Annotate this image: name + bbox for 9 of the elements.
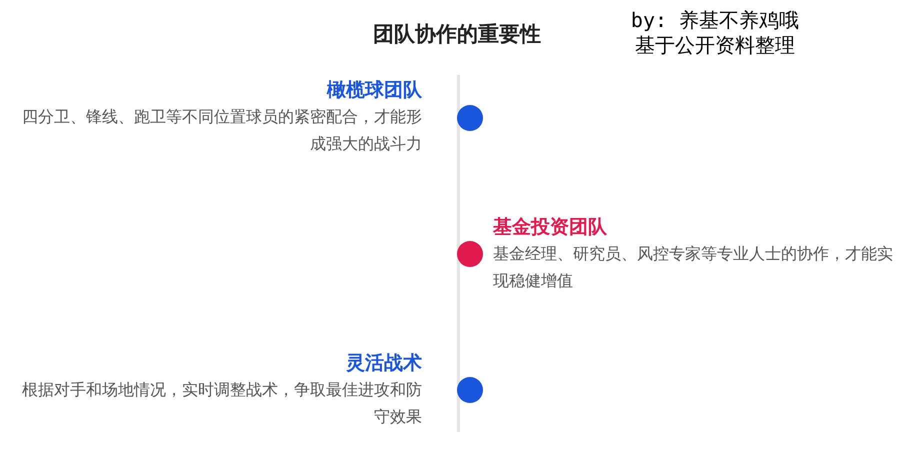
source-note: 基于公开资料整理 [634,33,796,58]
item-heading: 橄榄球团队 [326,78,422,103]
item-description: 根据对手和场地情况，实时调整战术，争取最佳进攻和防守效果 [21,379,422,428]
author-note: by: 养基不养鸡哦 [630,8,800,33]
item-description: 四分卫、锋线、跑卫等不同位置球员的紧密配合，才能形成强大的战斗力 [21,106,422,155]
diagram-title: 团队协作的重要性 [372,21,542,48]
item-description: 基金经理、研究员、风控专家等专业人士的协作，才能实现稳健增值 [493,243,894,292]
item-heading: 灵活战术 [345,351,422,376]
item-heading: 基金投资团队 [493,215,608,240]
